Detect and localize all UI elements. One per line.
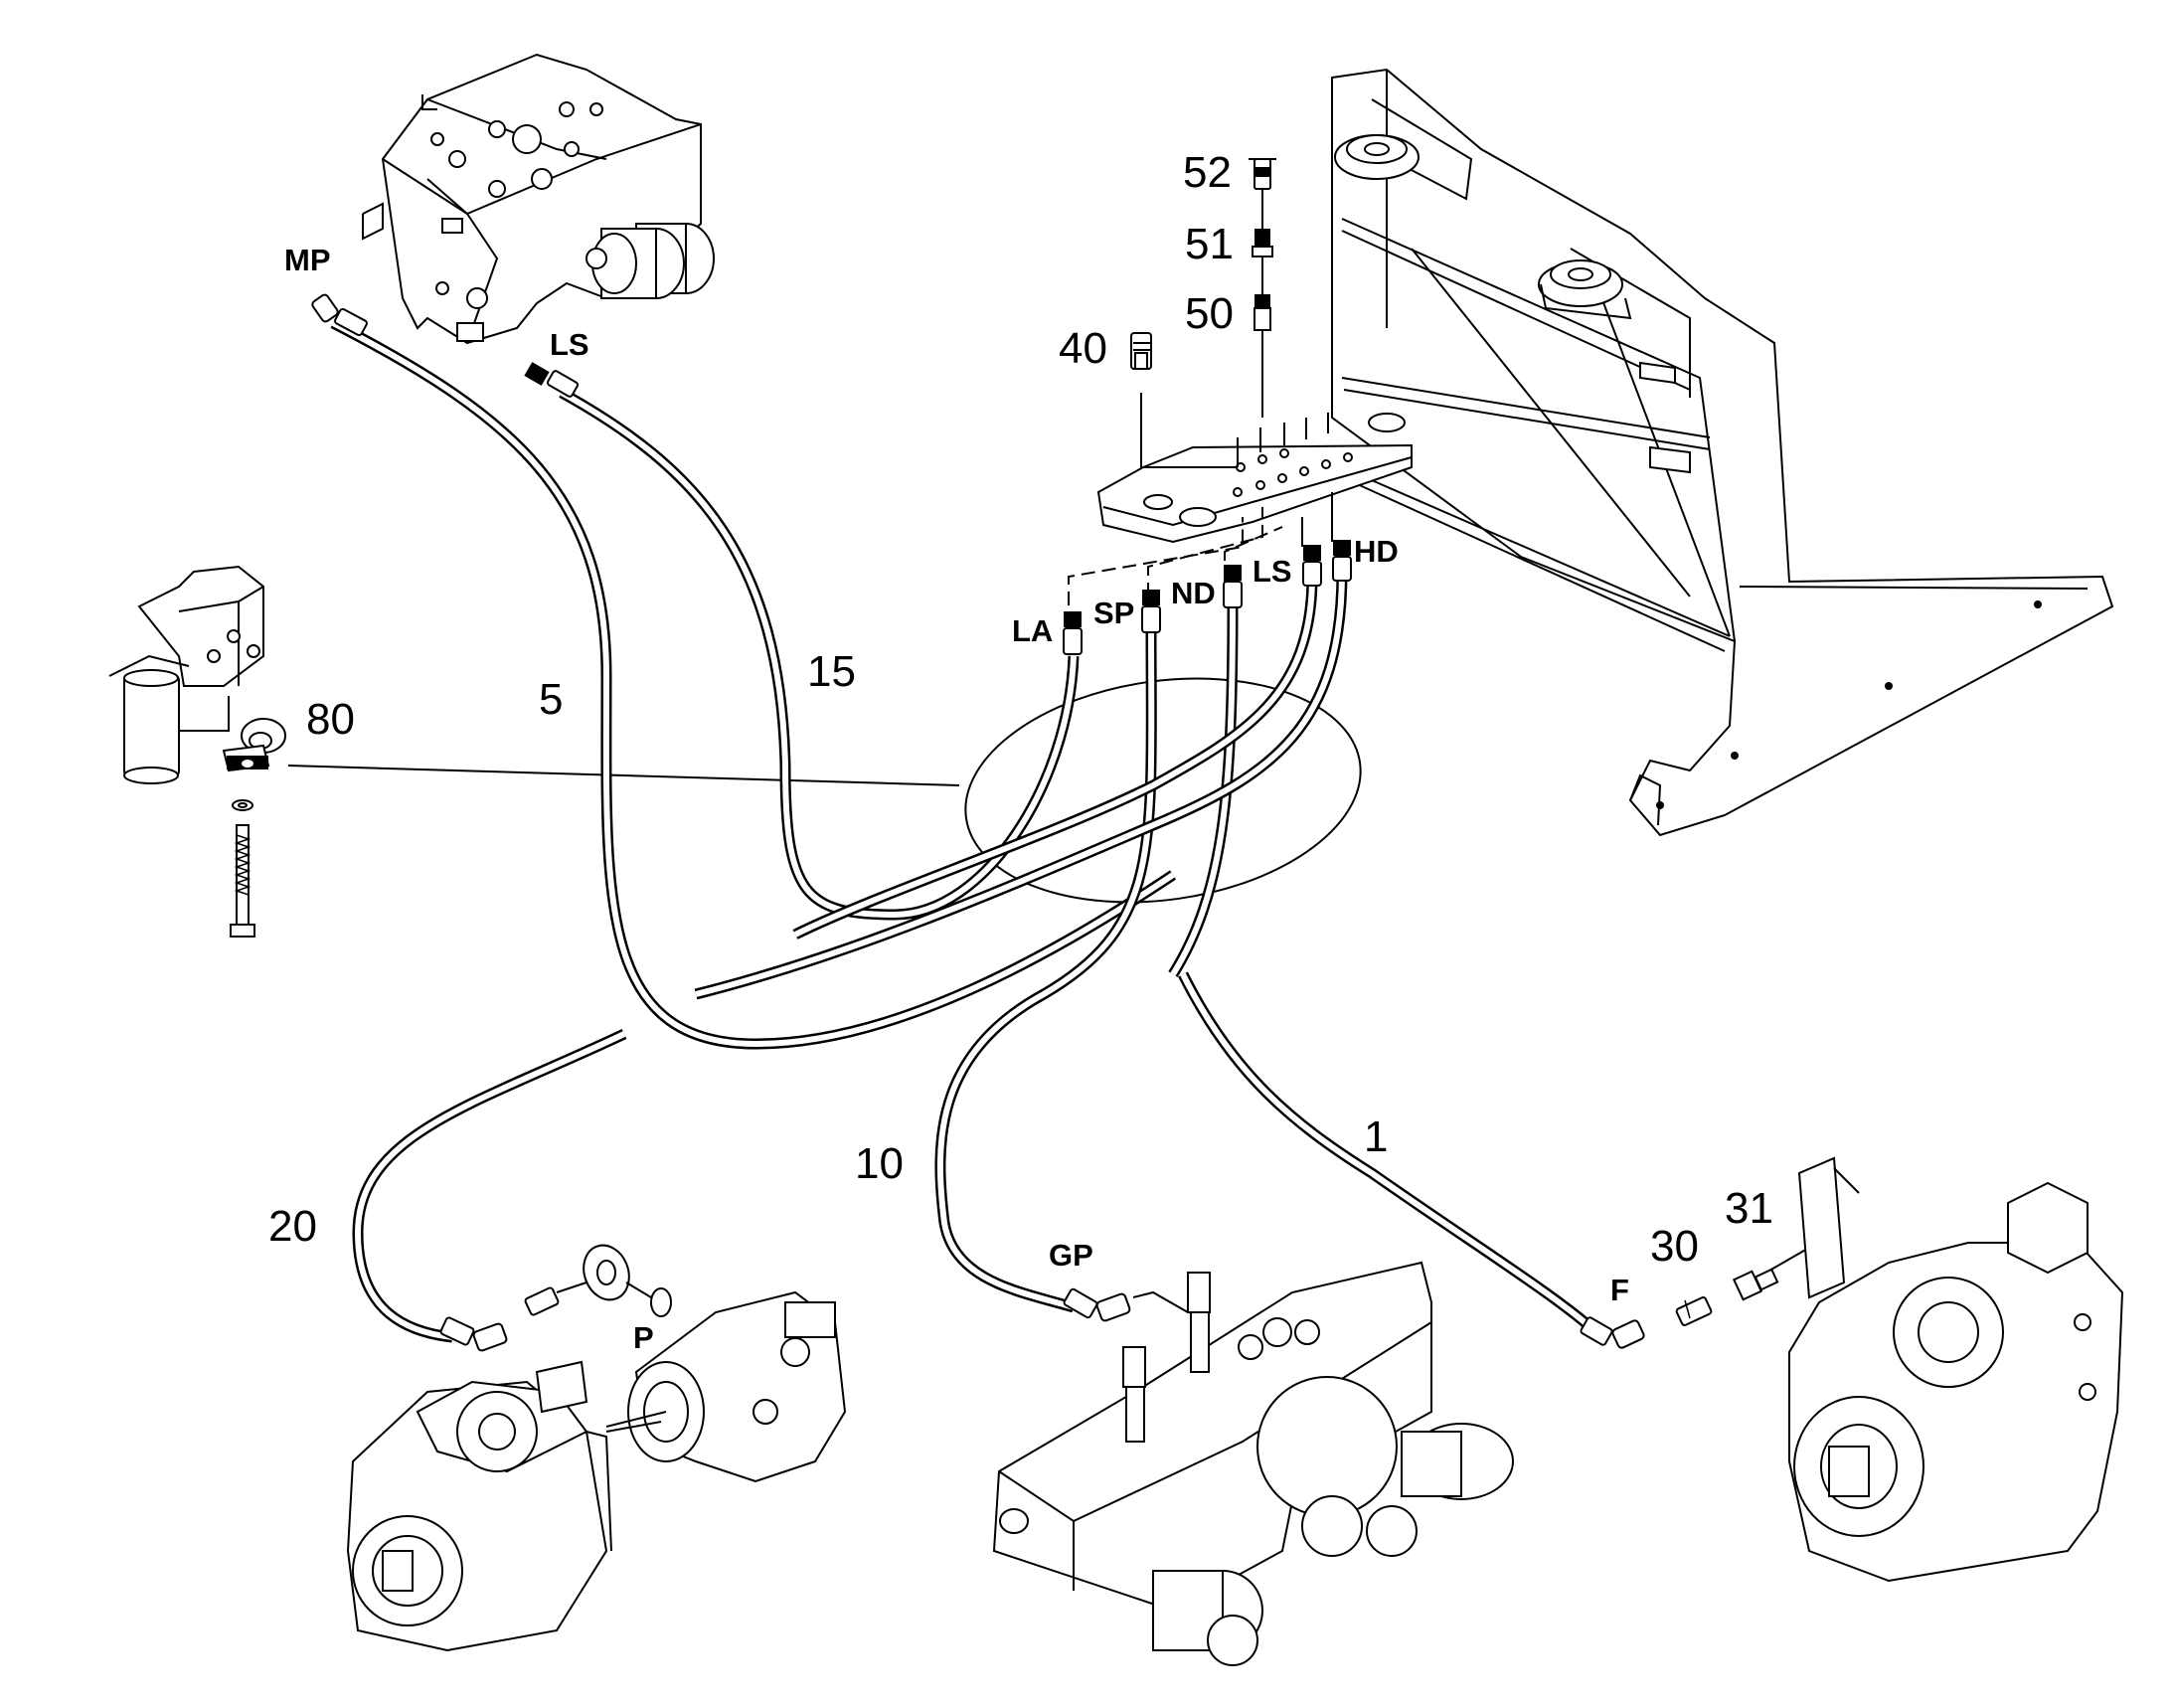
fitting-gp <box>1063 1287 1189 1322</box>
clamp-80 <box>222 718 286 772</box>
clamp-bolt <box>230 799 255 938</box>
port-label-p: P <box>633 1320 654 1355</box>
fitting-31-leader <box>1768 1247 1810 1272</box>
fitting-hd <box>1332 540 1352 582</box>
label-15: 15 <box>807 647 856 696</box>
hose-20 <box>352 1029 627 1343</box>
labels: 1 5 10 15 20 30 31 40 50 51 52 80 MP LS … <box>268 148 1773 1355</box>
port-label-gp: GP <box>1049 1238 1093 1273</box>
port-label-la: LA <box>1012 613 1053 648</box>
label-51: 51 <box>1185 220 1234 268</box>
fitting-31 <box>1732 1268 1779 1301</box>
fitting-40 <box>1130 332 1152 370</box>
label-20: 20 <box>268 1202 317 1251</box>
fitting-ls-block <box>1302 545 1322 587</box>
fitting-50 <box>1254 294 1271 331</box>
label-80: 80 <box>306 695 355 744</box>
label-50: 50 <box>1185 289 1234 338</box>
flange-gasket <box>524 1244 672 1317</box>
hose-1 <box>1168 605 1594 1332</box>
label-52: 52 <box>1183 148 1232 197</box>
fitting-20-end <box>439 1316 508 1352</box>
port-label-hd: HD <box>1354 534 1399 569</box>
pump-left <box>346 1360 612 1652</box>
label-31: 31 <box>1725 1184 1773 1233</box>
label-30: 30 <box>1650 1222 1699 1271</box>
pump-right <box>1788 1156 2124 1583</box>
fitting-la <box>1063 611 1083 655</box>
fitting-30 <box>1675 1296 1713 1326</box>
mounting-plate <box>1096 443 1413 544</box>
hose-10 <box>934 625 1157 1313</box>
filter-assembly <box>108 565 264 784</box>
port-label-mp: MP <box>284 243 331 277</box>
hose-15 <box>559 388 1080 921</box>
port-label-sp: SP <box>1093 596 1134 630</box>
fitting-f <box>1580 1316 1645 1349</box>
hose-hd-block <box>694 571 1348 1000</box>
port-label-ls-valve: LS <box>550 327 589 362</box>
clamp-leader-line <box>287 765 960 786</box>
label-10: 10 <box>855 1139 904 1188</box>
fitting-52 <box>1249 158 1276 190</box>
port-label-nd: ND <box>1171 576 1216 610</box>
fitting-sp <box>1141 590 1161 633</box>
label-40: 40 <box>1059 324 1107 373</box>
fitting-51 <box>1252 229 1273 257</box>
fitting-nd <box>1223 565 1243 608</box>
port-label-f: F <box>1610 1273 1629 1307</box>
valve-manifold <box>992 1261 1514 1666</box>
fitting-ls-valve <box>524 362 580 398</box>
label-1: 1 <box>1364 1112 1388 1161</box>
fitting-mp <box>311 293 368 337</box>
port-label-ls-block: LS <box>1253 554 1292 589</box>
label-5: 5 <box>539 675 563 724</box>
gear-pump-p <box>605 1290 847 1483</box>
hose-ls-block <box>792 576 1318 939</box>
machine-frame <box>1331 68 2114 837</box>
control-valve-block <box>362 53 715 345</box>
hose-5 <box>330 318 1177 1050</box>
